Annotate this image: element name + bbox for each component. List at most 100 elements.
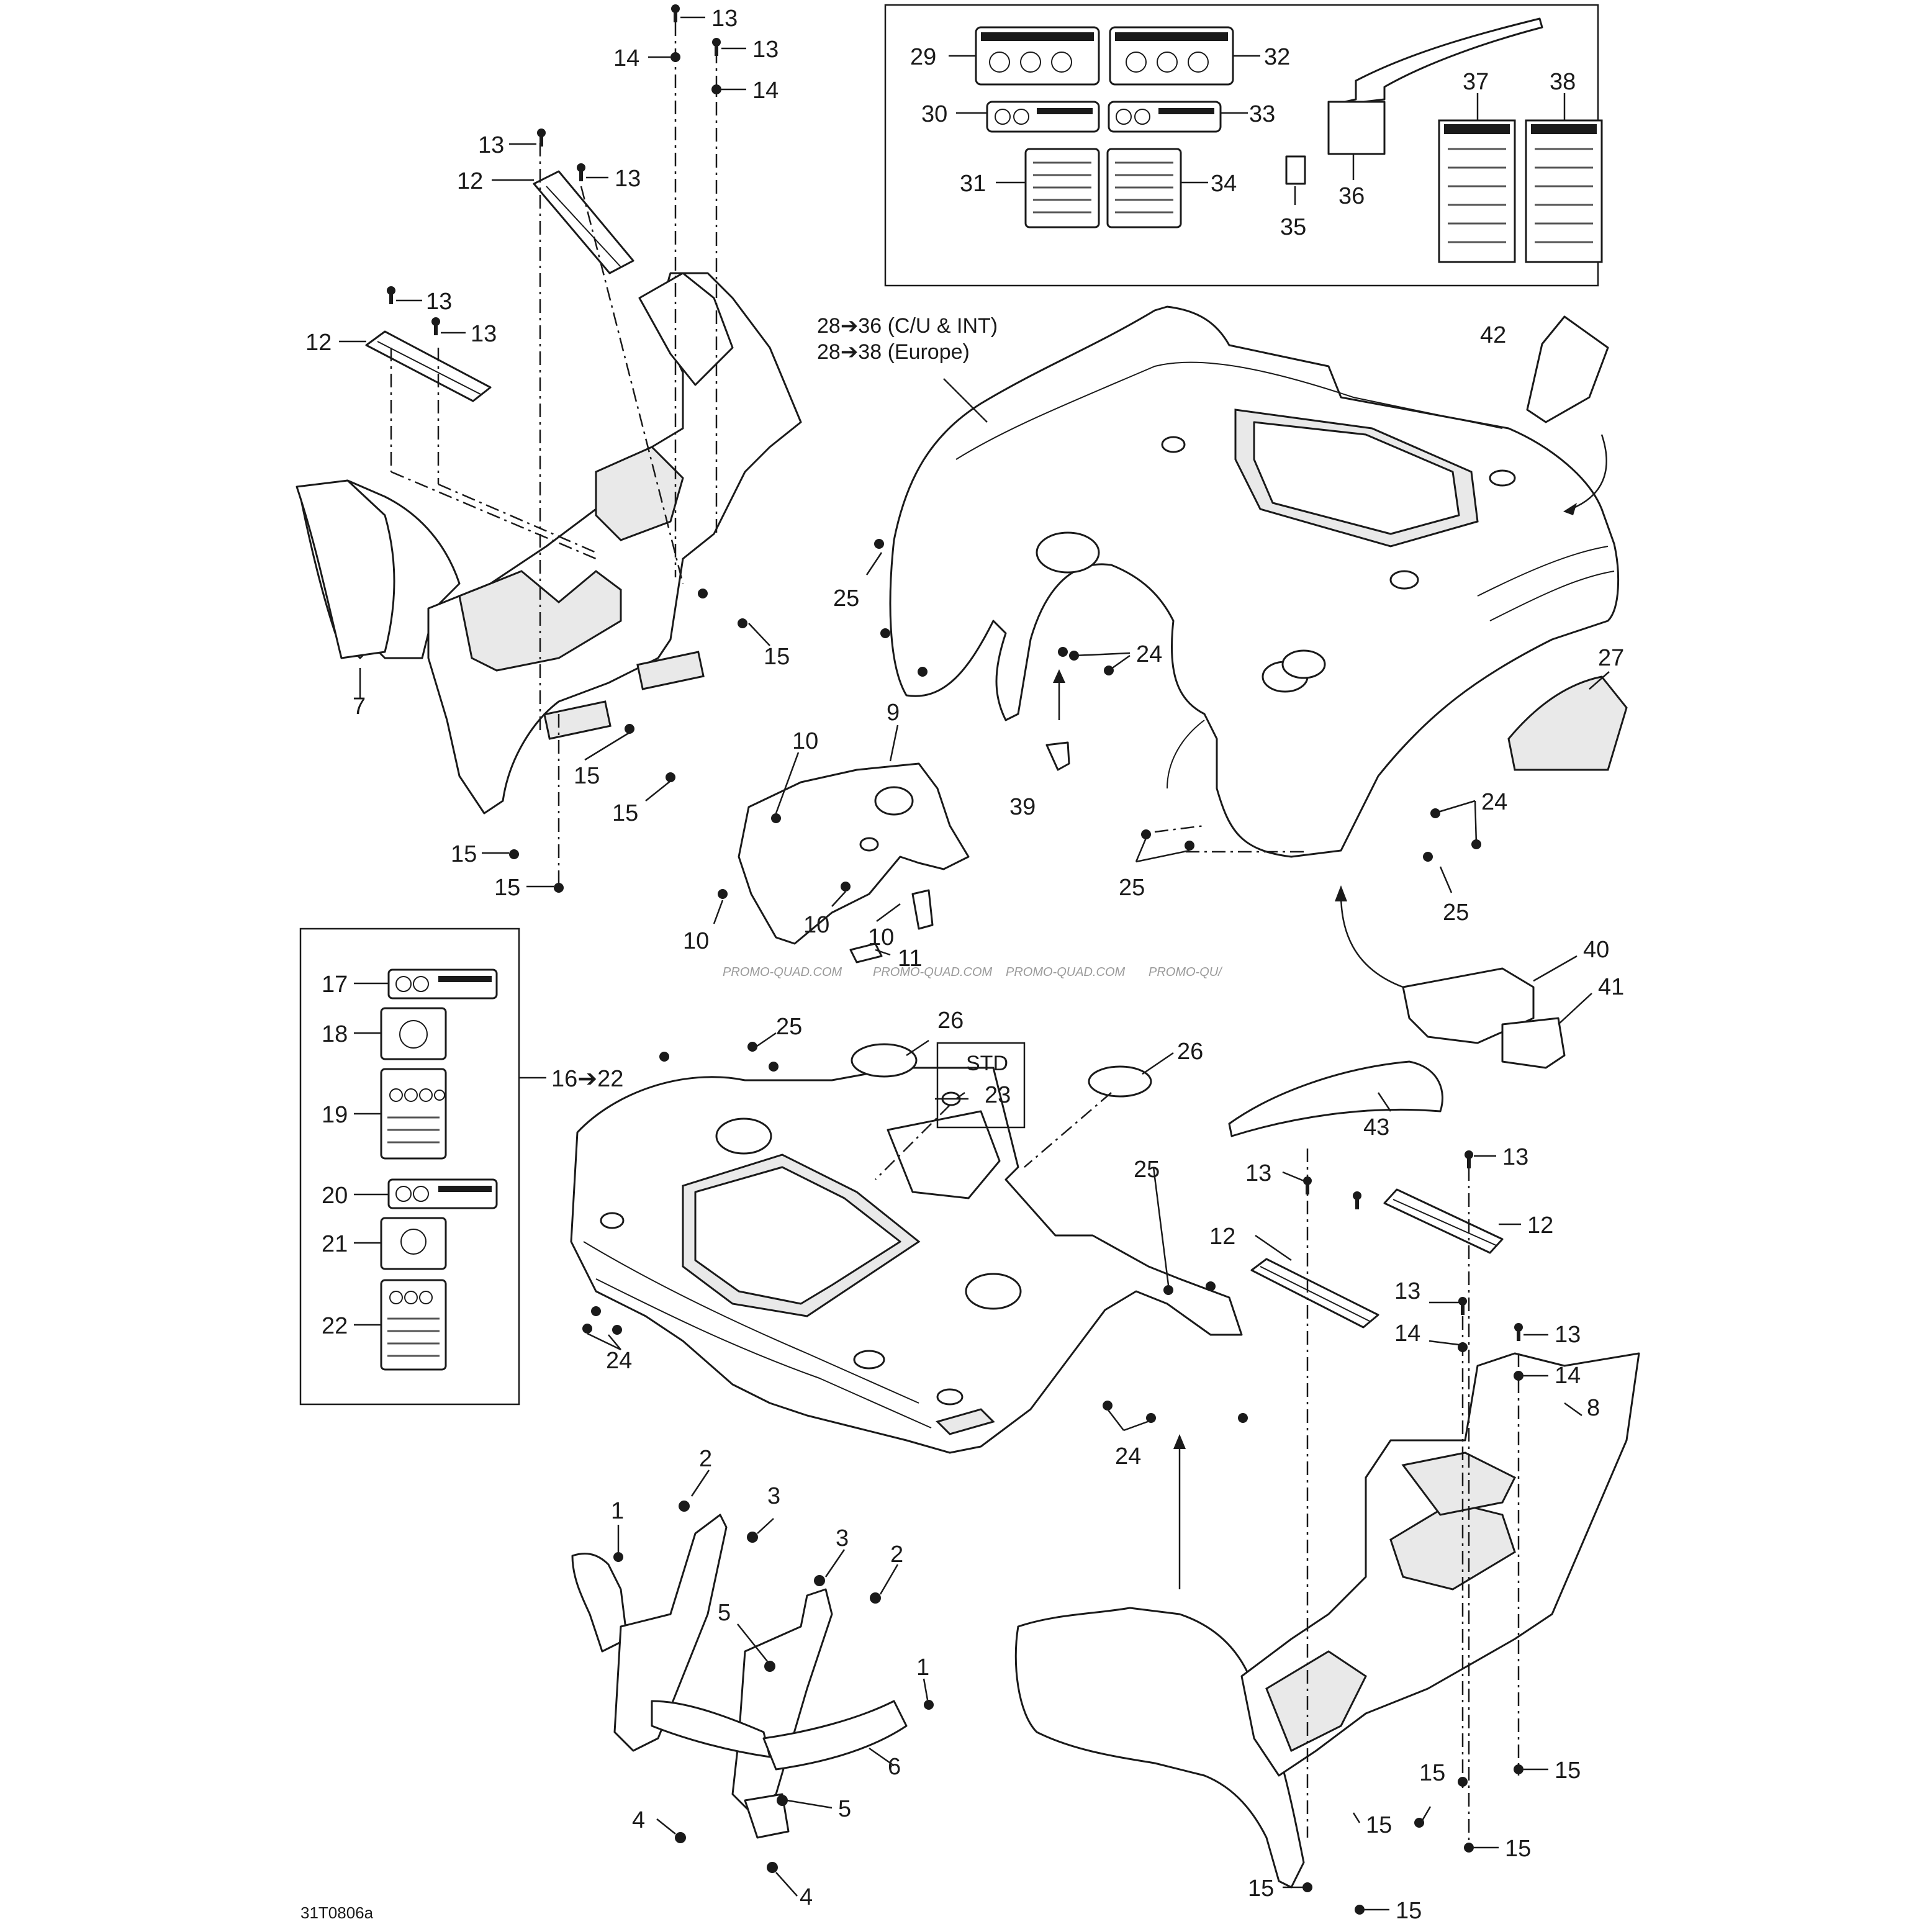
callout-26: 26 xyxy=(1177,1039,1203,1065)
callout-24: 24 xyxy=(1481,789,1507,815)
callout-15: 15 xyxy=(1555,1758,1581,1784)
callout-10: 10 xyxy=(868,924,894,950)
front-fender-assembly xyxy=(570,1067,1243,1454)
std-label: STD xyxy=(966,1052,1008,1075)
callout-15: 15 xyxy=(1366,1812,1392,1838)
callout-24: 24 xyxy=(606,1348,632,1374)
callout-15: 15 xyxy=(1396,1898,1422,1924)
watermark: PROMO-QUAD.COM xyxy=(873,965,993,979)
footrest-right xyxy=(1014,1352,1640,1889)
footpeg-12-lower-right xyxy=(1250,1258,1379,1329)
callout-3: 3 xyxy=(767,1483,780,1509)
callout-15: 15 xyxy=(612,800,638,826)
callout-24: 24 xyxy=(1136,641,1162,667)
callout-42: 42 xyxy=(1480,322,1506,348)
callout-13: 13 xyxy=(711,6,738,32)
callout-15: 15 xyxy=(574,763,600,789)
callout-39: 39 xyxy=(1009,794,1036,820)
callout-4: 4 xyxy=(800,1884,813,1910)
mudflap-front-left xyxy=(296,479,395,659)
range-label-28-36: 28➔36 (C/U & INT) xyxy=(817,314,998,338)
callout-37: 37 xyxy=(1463,69,1489,95)
callout-40: 40 xyxy=(1583,937,1609,963)
callout-24: 24 xyxy=(1115,1443,1141,1469)
decal-37 xyxy=(1438,119,1516,263)
footpeg-12-upper-right xyxy=(1383,1188,1504,1254)
callout-7: 7 xyxy=(353,693,366,720)
footpeg-12-upper-left xyxy=(533,170,634,274)
callout-13: 13 xyxy=(615,166,641,192)
callout-25: 25 xyxy=(833,585,859,612)
callout-1: 1 xyxy=(916,1654,929,1681)
seal-43 xyxy=(1228,1060,1443,1137)
decal-17 xyxy=(387,968,498,1000)
decal-34 xyxy=(1106,148,1182,228)
callout-12: 12 xyxy=(1527,1212,1553,1239)
decal-18 xyxy=(380,1007,447,1060)
callout-32: 32 xyxy=(1264,44,1290,70)
callout-4: 4 xyxy=(632,1807,645,1833)
callout-41: 41 xyxy=(1598,974,1624,1000)
decal-19 xyxy=(380,1068,447,1160)
callout-29: 29 xyxy=(910,44,936,70)
decal-36 xyxy=(1327,17,1543,155)
callout-25: 25 xyxy=(1134,1157,1160,1183)
callout-15: 15 xyxy=(764,644,790,670)
storage-box-41 xyxy=(1501,1017,1566,1069)
callout-11: 11 xyxy=(898,946,922,972)
callout-15: 15 xyxy=(1505,1836,1531,1862)
fasteners xyxy=(387,4,1523,1915)
decal-22 xyxy=(380,1279,447,1371)
callout-6: 6 xyxy=(888,1754,901,1780)
decal-32 xyxy=(1109,26,1234,86)
retainer-39 xyxy=(1045,741,1070,771)
callout-13: 13 xyxy=(426,289,452,315)
callout-31: 31 xyxy=(960,171,986,197)
callout-30: 30 xyxy=(921,101,947,127)
decal-33 xyxy=(1108,101,1222,133)
callout-3: 3 xyxy=(836,1525,849,1551)
callout-21: 21 xyxy=(322,1231,348,1257)
callout-15: 15 xyxy=(1248,1876,1274,1902)
callout-13: 13 xyxy=(1502,1144,1528,1170)
callout-13: 13 xyxy=(1555,1322,1581,1348)
callout-14: 14 xyxy=(613,45,639,71)
callout-15: 15 xyxy=(494,875,520,901)
callout-leaders xyxy=(339,16,1610,1911)
callout-5: 5 xyxy=(718,1600,731,1626)
callout-13: 13 xyxy=(471,321,497,347)
callout-38: 38 xyxy=(1550,69,1576,95)
callout-19: 19 xyxy=(322,1102,348,1128)
front-bumper-bracket xyxy=(571,1514,908,1839)
callout-10: 10 xyxy=(792,728,818,754)
decal-31 xyxy=(1024,148,1100,228)
cover-27 xyxy=(1507,675,1628,771)
callout-17: 17 xyxy=(322,972,348,998)
callout-2: 2 xyxy=(699,1446,712,1472)
callout-5: 5 xyxy=(838,1796,851,1822)
cover-26-right xyxy=(1088,1065,1152,1098)
callout-12: 12 xyxy=(1209,1224,1235,1250)
callout-10: 10 xyxy=(803,912,829,938)
decal-21 xyxy=(380,1217,447,1270)
callout-34: 34 xyxy=(1211,171,1237,197)
callout-14: 14 xyxy=(1555,1363,1581,1389)
callout-8: 8 xyxy=(1587,1395,1600,1421)
decal-20 xyxy=(387,1178,498,1209)
callout-25: 25 xyxy=(776,1014,802,1040)
watermark: PROMO-QU/ xyxy=(1149,965,1223,979)
callout-2: 2 xyxy=(890,1542,903,1568)
callout-25: 25 xyxy=(1443,900,1469,926)
callout-23: 23 xyxy=(985,1082,1011,1108)
callout-13: 13 xyxy=(1394,1278,1420,1304)
callout-14: 14 xyxy=(1394,1320,1420,1347)
callout-35: 35 xyxy=(1280,214,1306,240)
decal-42 xyxy=(1526,315,1609,423)
callout-25: 25 xyxy=(1119,875,1145,901)
callout-18: 18 xyxy=(322,1021,348,1047)
callout-27: 27 xyxy=(1598,645,1624,671)
callout-33: 33 xyxy=(1249,101,1275,127)
callout-12: 12 xyxy=(457,168,483,194)
callout-22: 22 xyxy=(322,1313,348,1339)
